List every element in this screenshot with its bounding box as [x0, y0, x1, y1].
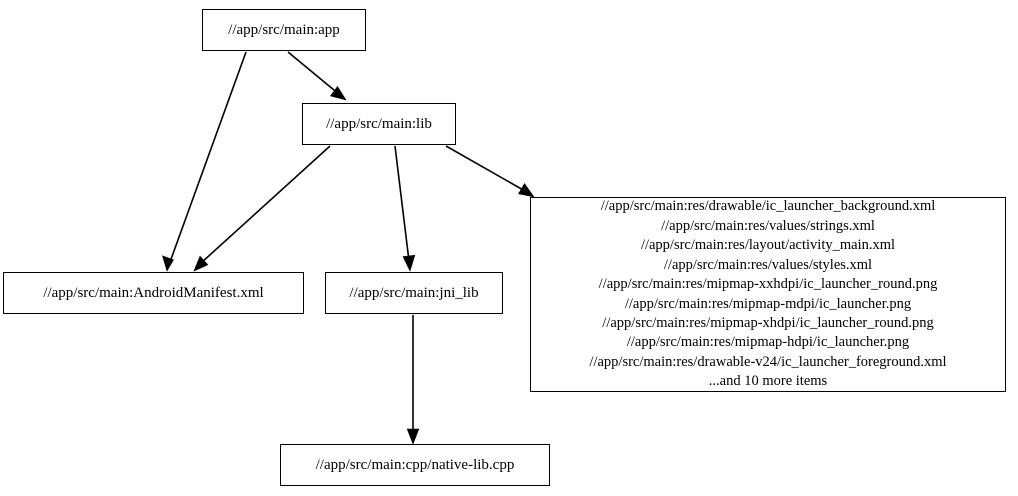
node-native-lib-cpp[interactable]: //app/src/main:cpp/native-lib.cpp — [280, 444, 550, 486]
node-app-label: //app/src/main:app — [228, 21, 340, 38]
node-lib-label: //app/src/main:lib — [326, 115, 432, 132]
node-native-lib-cpp-label: //app/src/main:cpp/native-lib.cpp — [315, 456, 515, 473]
node-android-manifest[interactable]: //app/src/main:AndroidManifest.xml — [3, 272, 304, 314]
node-jni-lib-label: //app/src/main:jni_lib — [349, 284, 479, 301]
edge-app-to-manifest — [162, 51, 247, 272]
edge-app-to-lib — [287, 51, 347, 101]
node-app[interactable]: //app/src/main:app — [202, 9, 366, 51]
edge-lib-to-manifest — [193, 145, 331, 272]
node-jni-lib[interactable]: //app/src/main:jni_lib — [325, 272, 503, 314]
node-lib[interactable]: //app/src/main:lib — [302, 103, 456, 145]
edge-lib-to-resources — [445, 145, 535, 198]
edge-jni-lib-to-native-lib — [406, 315, 420, 445]
node-android-manifest-label: //app/src/main:AndroidManifest.xml — [43, 284, 264, 301]
node-resources-group-label: //app/src/main:res/drawable/ic_launcher_… — [589, 198, 947, 390]
node-resources-group[interactable]: //app/src/main:res/drawable/ic_launcher_… — [530, 197, 1006, 392]
edge-lib-to-jni-lib — [394, 145, 416, 272]
